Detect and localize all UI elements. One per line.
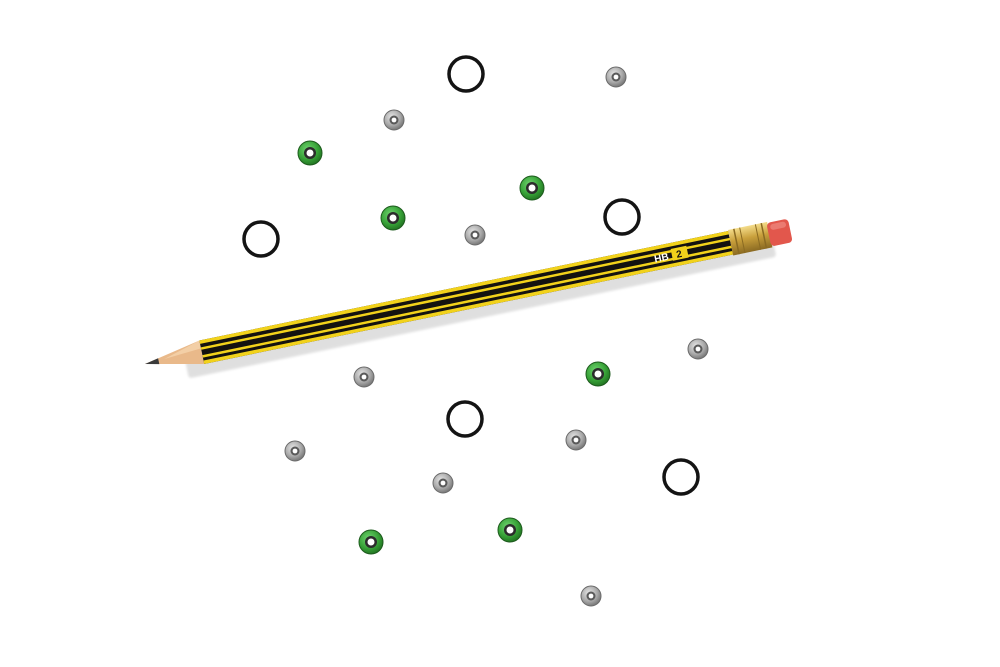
pencil-grade-label: HB — [653, 252, 669, 266]
silver-bearing — [565, 429, 587, 451]
green-bearing — [297, 140, 323, 166]
pencil: HB 2 — [145, 219, 793, 378]
o-ring — [603, 198, 641, 236]
pencil-ferrule — [727, 221, 773, 256]
pencil-number-label: 2 — [675, 249, 683, 261]
pencil-number-box — [670, 245, 689, 261]
pencil-body — [199, 230, 734, 364]
silver-bearing — [383, 109, 405, 131]
o-ring — [662, 458, 700, 496]
o-ring — [242, 220, 280, 258]
green-bearing — [519, 175, 545, 201]
o-ring — [446, 400, 484, 438]
silver-bearing — [605, 66, 627, 88]
silver-bearing — [464, 224, 486, 246]
o-rings — [242, 55, 700, 496]
silver-bearing — [284, 440, 306, 462]
green-bearing — [585, 361, 611, 387]
green-bearings — [297, 140, 611, 555]
green-bearing — [497, 517, 523, 543]
silver-bearing — [580, 585, 602, 607]
silver-bearing — [432, 472, 454, 494]
silver-bearings — [284, 66, 709, 607]
pencil-graphite-point — [145, 358, 160, 365]
silver-bearing — [687, 338, 709, 360]
o-ring — [447, 55, 485, 93]
green-bearing — [358, 529, 384, 555]
green-bearing — [380, 205, 406, 231]
silver-bearing — [353, 366, 375, 388]
